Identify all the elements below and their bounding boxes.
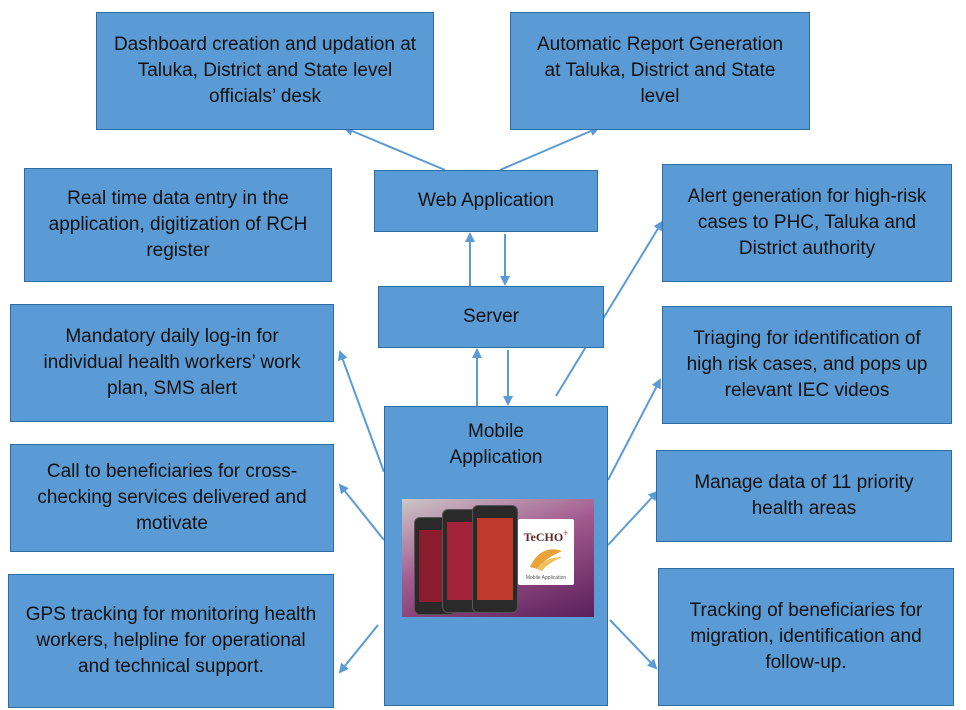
auto-report-box: Automatic Report Generation at Taluka, D…	[510, 12, 810, 130]
arrow-mobile-to-login	[338, 350, 385, 473]
phone-3	[472, 505, 518, 613]
logo-swoosh-icon	[530, 549, 562, 571]
manage-data-text: Manage data of 11 priority health areas	[694, 472, 914, 519]
mobile-application-text: Mobile Application	[449, 421, 543, 468]
login-text: Mandatory daily log-in for individual he…	[43, 326, 301, 399]
server-box: Server	[378, 286, 604, 348]
arrow-web-to-dashboard	[343, 126, 446, 171]
gps-tracking-text: GPS tracking for monitoring health worke…	[25, 604, 317, 677]
realtime-entry-box: Real time data entry in the application,…	[24, 168, 332, 282]
alert-generation-box: Alert generation for high-risk cases to …	[662, 164, 952, 282]
arrow-mobile-to-manage	[607, 490, 659, 546]
triage-box: Triaging for identification of high risk…	[662, 306, 952, 424]
web-application-text: Web Application	[418, 190, 554, 212]
arrow-mobile-to-tracking	[609, 619, 658, 670]
dashboard-text: Dashboard creation and updation at Taluk…	[113, 34, 417, 107]
tracking-beneficiaries-box: Tracking of beneficiaries for migration,…	[658, 568, 954, 706]
call-beneficiaries-box: Call to beneficiaries for cross-checking…	[10, 444, 334, 552]
gps-tracking-box: GPS tracking for monitoring health worke…	[8, 574, 334, 708]
logo-plus: +	[563, 528, 569, 538]
alert-generation-text: Alert generation for high-risk cases to …	[687, 186, 927, 259]
server-text: Server	[463, 306, 519, 328]
arrow-mobile-to-gps	[338, 624, 379, 674]
techo-app-image: TeCHO+ Mobile Application	[402, 499, 594, 617]
web-application-box: Web Application	[374, 170, 598, 232]
login-box: Mandatory daily log-in for individual he…	[10, 304, 334, 422]
call-beneficiaries-text: Call to beneficiaries for cross-checking…	[37, 461, 307, 534]
realtime-entry-text: Real time data entry in the application,…	[48, 188, 308, 261]
tracking-beneficiaries-text: Tracking of beneficiaries for migration,…	[689, 600, 923, 673]
mobile-application-box: Mobile Application TeCHO+ Mobile Applica…	[384, 406, 608, 706]
logo-subtitle: Mobile Application	[525, 575, 567, 582]
techo-logo: TeCHO+ Mobile Application	[518, 519, 574, 585]
logo-text: TeCHO	[523, 530, 564, 544]
arrow-web-to-report	[499, 126, 600, 171]
dashboard-box: Dashboard creation and updation at Taluk…	[96, 12, 434, 130]
auto-report-text: Automatic Report Generation at Taluka, D…	[536, 34, 784, 107]
arrow-mobile-to-triage	[607, 378, 661, 481]
arrow-mobile-to-call	[338, 483, 385, 541]
triage-text: Triaging for identification of high risk…	[686, 328, 928, 401]
manage-data-box: Manage data of 11 priority health areas	[656, 450, 952, 542]
